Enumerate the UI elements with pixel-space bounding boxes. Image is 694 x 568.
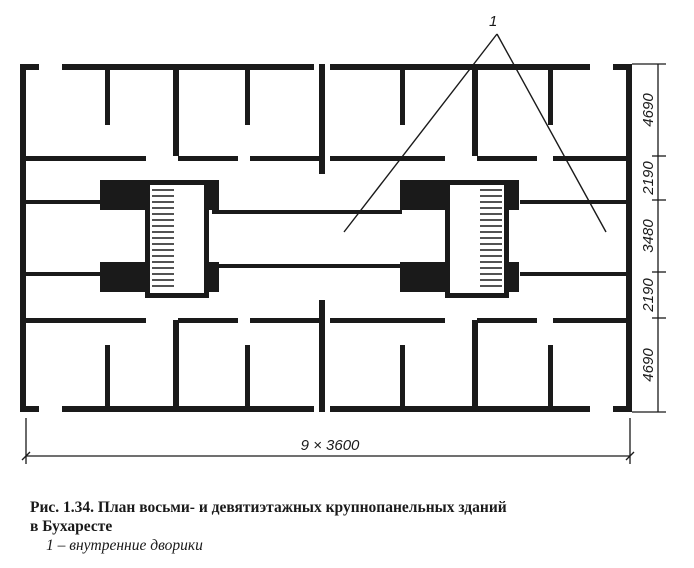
- legend-item: 1 – внутренние дворики: [30, 536, 680, 555]
- side-dimension-chain: [632, 63, 666, 413]
- legend-number: 1: [46, 537, 54, 554]
- figure-number: Рис. 1.34.: [30, 499, 95, 516]
- floor-plan-drawing: 1 4690 2190 3480 2190 4690 9 × 3600: [20, 13, 666, 464]
- staircase-right: [480, 189, 502, 287]
- side-dimension-2: 2190: [640, 161, 657, 196]
- overall-dimension-line: [21, 418, 635, 464]
- wall-layer: [20, 64, 632, 412]
- figure-title: План восьми- и девятиэтажных крупнопанел…: [97, 499, 507, 516]
- callout-label: 1: [489, 13, 497, 30]
- side-dimension-4: 2190: [640, 278, 657, 313]
- legend-text: – внутренние дворики: [57, 537, 203, 554]
- figure-caption: Рис. 1.34. План восьми- и девятиэтажных …: [30, 498, 680, 555]
- side-dimension-5: 4690: [640, 348, 657, 382]
- callout-leader-lines: [343, 33, 607, 233]
- overall-dimension-label: 9 × 3600: [301, 437, 360, 454]
- side-dimension-1: 4690: [640, 93, 657, 127]
- figure-title-line2: в Бухаресте: [30, 518, 113, 535]
- staircase-left: [152, 189, 174, 287]
- side-dimension-3: 3480: [640, 219, 657, 253]
